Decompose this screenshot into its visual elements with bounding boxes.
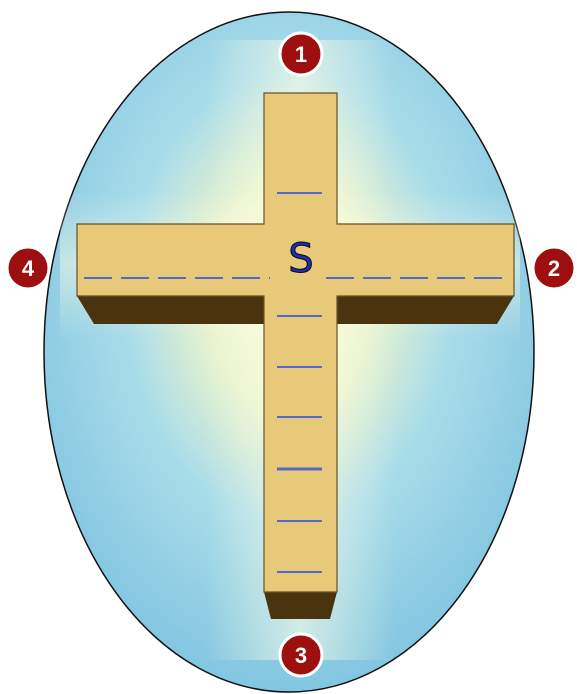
marker-label: 3	[295, 643, 307, 668]
marker-label: 4	[22, 256, 35, 281]
marker-right: 2	[533, 247, 575, 289]
marker-top: 1	[280, 33, 322, 75]
marker-left: 4	[7, 247, 49, 289]
center-letter: S	[288, 236, 313, 282]
marker-label: 2	[548, 256, 560, 281]
marker-label: 1	[295, 42, 307, 67]
marker-bottom: 3	[280, 634, 322, 676]
vertical-arm-bottom-shadow	[264, 592, 337, 619]
